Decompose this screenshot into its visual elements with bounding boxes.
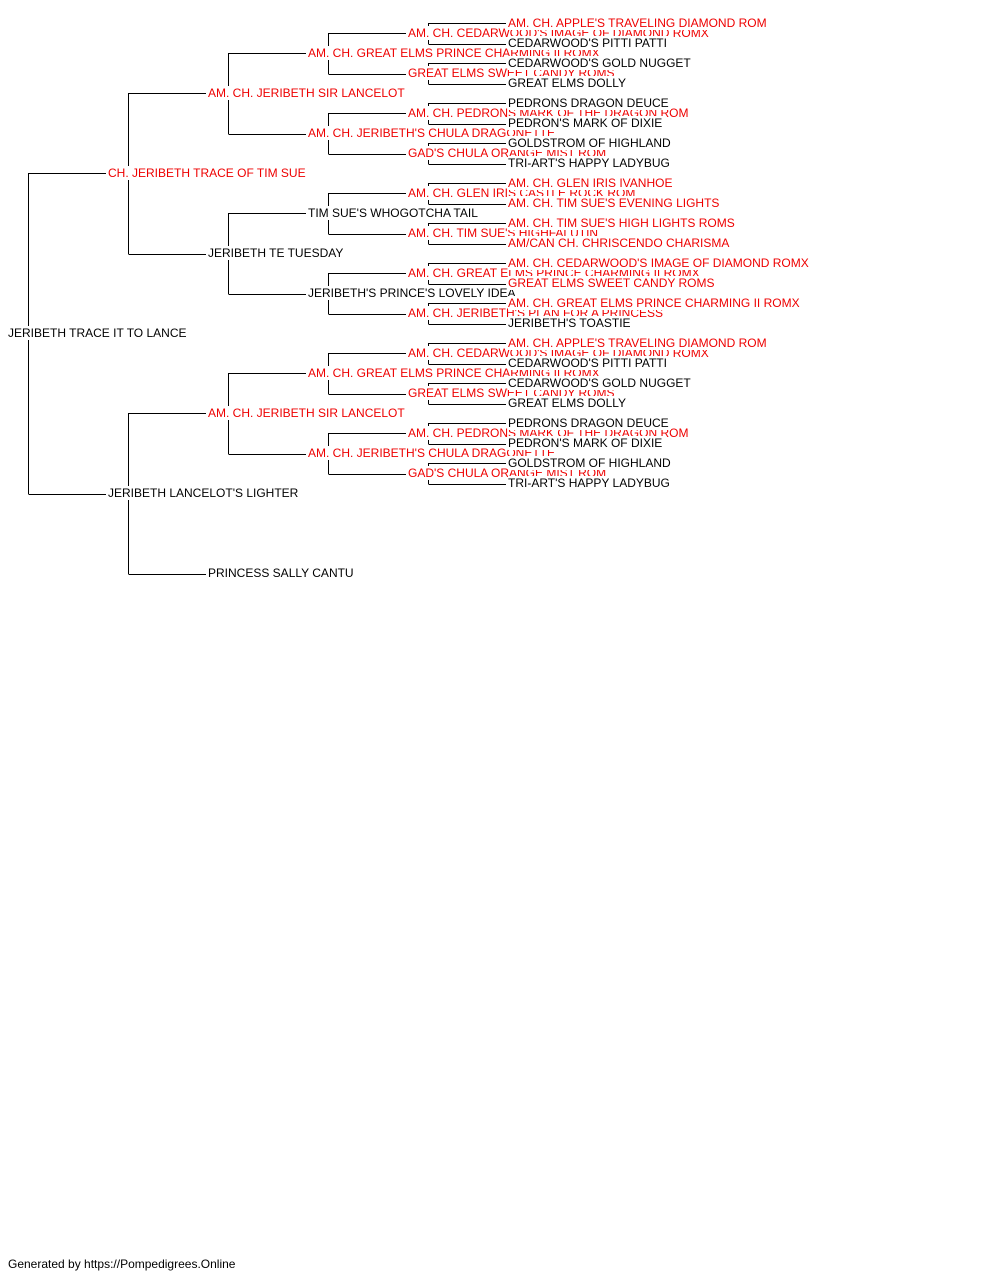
pedigree-entry: AM. CH. JERIBETH'S CHULA DRAGONETTE: [308, 446, 557, 460]
pedigree-entry: TRI-ART'S HAPPY LADYBUG: [508, 156, 672, 170]
pedigree-entry: JERIBETH LANCELOT'S LIGHTER: [108, 486, 301, 500]
pedigree-entry: AM. CH. CEDARWOOD'S IMAGE OF DIAMOND ROM…: [508, 256, 811, 270]
pedigree-entry: AM. CH. GLEN IRIS IVANHOE: [508, 176, 675, 190]
pedigree-entry: PEDRONS DRAGON DEUCE: [508, 416, 671, 430]
pedigree-entry: AM/CAN CH. CHRISCENDO CHARISMA: [508, 236, 732, 250]
pedigree-entry: PEDRON'S MARK OF DIXIE: [508, 436, 665, 450]
pedigree-entry: TIM SUE'S WHOGOTCHA TAIL: [308, 206, 480, 220]
pedigree-entry: CEDARWOOD'S GOLD NUGGET: [508, 376, 693, 390]
pedigree-entry: JERIBETH TE TUESDAY: [208, 246, 346, 260]
pedigree-entry: CEDARWOOD'S PITTI PATTI: [508, 356, 669, 370]
pedigree-entry: GREAT ELMS DOLLY: [508, 396, 629, 410]
pedigree-entry: JERIBETH TRACE IT TO LANCE: [8, 326, 189, 340]
pedigree-entry: TRI-ART'S HAPPY LADYBUG: [508, 476, 672, 490]
pedigree-entry: AM. CH. APPLE'S TRAVELING DIAMOND ROM: [508, 16, 769, 30]
pedigree-entry: GOLDSTROM OF HIGHLAND: [508, 456, 673, 470]
pedigree-entry: AM. CH. TIM SUE'S EVENING LIGHTS: [508, 196, 722, 210]
pedigree-entry: CH. JERIBETH TRACE OF TIM SUE: [108, 166, 308, 180]
pedigree-entry: JERIBETH'S TOASTIE: [508, 316, 633, 330]
pedigree-entry: PEDRON'S MARK OF DIXIE: [508, 116, 665, 130]
pedigree-entry: AM. CH. JERIBETH'S CHULA DRAGONETTE: [308, 126, 557, 140]
pedigree-entry: PEDRONS DRAGON DEUCE: [508, 96, 671, 110]
pedigree-entry: CEDARWOOD'S PITTI PATTI: [508, 36, 669, 50]
generated-by-footer: Generated by https://Pompedigrees.Online: [8, 1257, 236, 1271]
pedigree-entry: AM. CH. TIM SUE'S HIGH LIGHTS ROMS: [508, 216, 737, 230]
pedigree-entry: AM. CH. JERIBETH SIR LANCELOT: [208, 406, 407, 420]
pedigree-entry: JERIBETH'S PRINCE'S LOVELY IDEA: [308, 286, 518, 300]
pedigree-entry: CEDARWOOD'S GOLD NUGGET: [508, 56, 693, 70]
pedigree-entry: GREAT ELMS SWEET CANDY ROMS: [508, 276, 717, 290]
pedigree-entry: GREAT ELMS DOLLY: [508, 76, 629, 90]
pedigree-entry: AM. CH. JERIBETH SIR LANCELOT: [208, 86, 407, 100]
pedigree-entry: AM. CH. GREAT ELMS PRINCE CHARMING II RO…: [508, 296, 802, 310]
pedigree-entry: PRINCESS SALLY CANTU: [208, 566, 356, 580]
pedigree-entry: GOLDSTROM OF HIGHLAND: [508, 136, 673, 150]
pedigree-entry: AM. CH. APPLE'S TRAVELING DIAMOND ROM: [508, 336, 769, 350]
